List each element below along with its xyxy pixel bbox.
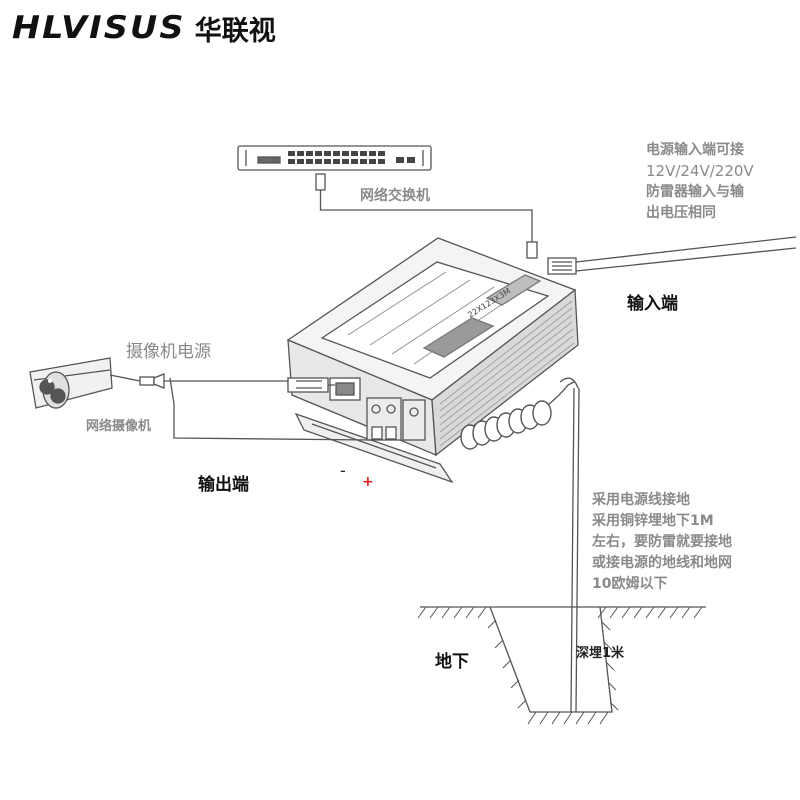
input-power-connector bbox=[547, 236, 797, 275]
input-note-line: 电源输入端可接 bbox=[646, 142, 744, 158]
depth-label: 深埋1米 bbox=[576, 646, 625, 661]
surge-protector-device bbox=[286, 237, 579, 484]
brand-logo: HLVISUS 华联视 bbox=[12, 8, 276, 48]
input-note-line: 12V/24V/220V bbox=[646, 162, 754, 180]
minus-sign: - bbox=[340, 461, 346, 480]
brand-name-cn: 华联视 bbox=[194, 15, 276, 47]
ip-camera-icon bbox=[29, 357, 175, 409]
camera-power-label: 摄像机电源 bbox=[126, 342, 211, 362]
output-cable bbox=[173, 404, 373, 441]
ground-note-line: 左右，要防雷就要接地 bbox=[592, 534, 732, 550]
switch-label: 网络交换机 bbox=[360, 188, 430, 204]
output-end-label: 输出端 bbox=[198, 475, 249, 495]
network-switch-icon bbox=[237, 145, 432, 171]
input-end-label: 输入端 bbox=[627, 294, 678, 314]
ground-wire-coil bbox=[460, 377, 579, 450]
input-voltage-note: 电源输入端可接 12V/24V/220V 防雷器输入与输 出电压相同 bbox=[646, 140, 754, 224]
input-note-line: 防雷器输入与输 bbox=[646, 184, 744, 200]
ground-note-line: 10欧姆以下 bbox=[592, 576, 668, 592]
ground-wire bbox=[570, 387, 580, 713]
camera-label: 网络摄像机 bbox=[86, 419, 152, 434]
ground-surface bbox=[417, 606, 706, 725]
ground-note-line: 或接电源的地线和地网 bbox=[592, 555, 732, 571]
ground-note-line: 采用铜锌埋地下1M bbox=[592, 513, 714, 529]
ground-note-line: 采用电源线接地 bbox=[592, 492, 690, 508]
switch-cable bbox=[315, 173, 538, 259]
brand-name-en: HLVISUS bbox=[12, 10, 186, 46]
input-note-line: 出电压相同 bbox=[646, 205, 716, 221]
plus-sign: + bbox=[362, 474, 374, 490]
underground-label: 地下 bbox=[435, 652, 469, 672]
ground-note: 采用电源线接地 采用铜锌埋地下1M 左右，要防雷就要接地 或接电源的地线和地网 … bbox=[592, 490, 732, 595]
